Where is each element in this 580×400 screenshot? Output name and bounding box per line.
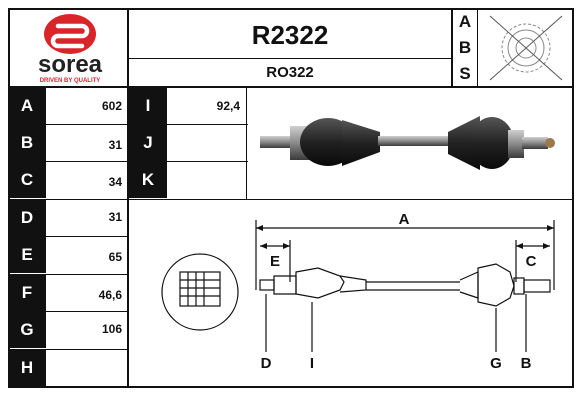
- photo-bottom-line: [128, 199, 574, 200]
- spec-value-b: 31: [108, 138, 122, 152]
- abs-letter-a: A: [458, 12, 472, 31]
- label-i: I: [310, 355, 314, 372]
- abs-divider: [477, 8, 478, 88]
- spec-value-e: 65: [108, 250, 122, 264]
- drive-shaft-photo: [260, 116, 555, 170]
- part-number: R2322: [251, 20, 329, 50]
- label-a: A: [399, 211, 410, 228]
- row-line: [8, 274, 128, 275]
- row-line: [8, 349, 128, 350]
- spec-key-j: J: [129, 125, 167, 161]
- abs-letter-s: S: [459, 64, 471, 83]
- label-c: C: [526, 253, 537, 270]
- product-photo: [250, 92, 572, 196]
- specs-right-divider: [246, 88, 247, 200]
- label-d: D: [261, 355, 272, 372]
- spec-value-c: 34: [108, 175, 122, 189]
- spec-key-d: D: [8, 200, 46, 236]
- abs-letter-b: B: [458, 38, 472, 57]
- spec-value-i: 92,4: [216, 99, 240, 113]
- label-b: B: [521, 355, 532, 372]
- spec-key-i: I: [129, 88, 167, 124]
- abs-indicator: [480, 10, 572, 86]
- label-g: G: [490, 355, 502, 372]
- row-line: [8, 124, 248, 125]
- row-line: [8, 161, 248, 162]
- spec-key-f: F: [8, 275, 46, 311]
- label-e: E: [270, 253, 280, 270]
- logo-tagline: DRIVEN BY QUALITY: [40, 78, 101, 84]
- specs-left-divider: [127, 88, 129, 388]
- row-line: [8, 199, 128, 200]
- spec-key-b: B: [8, 125, 46, 161]
- header-divider: [128, 58, 452, 59]
- spec-value-f: 46,6: [98, 288, 122, 302]
- row-line: [8, 236, 128, 237]
- title-divider: [451, 8, 453, 88]
- spec-key-e: E: [8, 237, 46, 273]
- spec-key-a: A: [8, 88, 46, 124]
- brand-logo: sorea DRIVEN BY QUALITY: [20, 12, 120, 84]
- sorea-logo-icon: sorea DRIVEN BY QUALITY: [38, 14, 103, 84]
- drive-shaft-dimension-diagram: A E C D I G B: [161, 211, 555, 372]
- dimension-diagram: A E C D I G B: [130, 202, 572, 386]
- logo-divider: [127, 8, 129, 88]
- spec-key-g: G: [8, 312, 46, 348]
- spec-value-d: 31: [108, 210, 122, 224]
- header-bottom-line: [8, 86, 574, 88]
- spec-key-h: H: [8, 350, 46, 386]
- spec-key-c: C: [8, 162, 46, 198]
- row-line: [8, 311, 128, 312]
- abs-sensor-crossed-icon: [489, 15, 563, 81]
- logo-text: sorea: [38, 51, 103, 78]
- spec-value-a: 602: [101, 99, 122, 113]
- reference-number: RO322: [266, 64, 314, 81]
- spec-key-k: K: [129, 162, 167, 198]
- spec-value-g: 106: [101, 322, 122, 336]
- product-sheet-frame: [8, 8, 574, 388]
